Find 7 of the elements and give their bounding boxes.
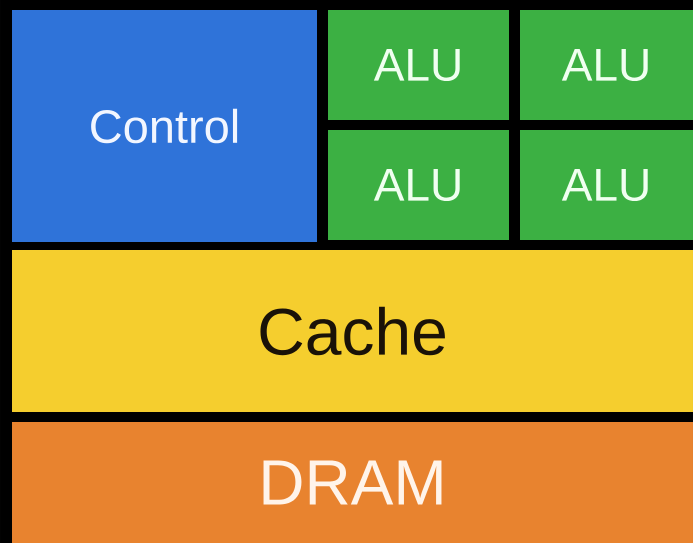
alu-box: ALU	[328, 130, 509, 240]
dram-bar: DRAM	[12, 422, 693, 543]
alu-box: ALU	[520, 10, 693, 120]
control-box: Control	[12, 10, 317, 242]
alu-box: ALU	[520, 130, 693, 240]
alu-box: ALU	[328, 10, 509, 120]
cache-bar: Cache	[12, 250, 693, 412]
